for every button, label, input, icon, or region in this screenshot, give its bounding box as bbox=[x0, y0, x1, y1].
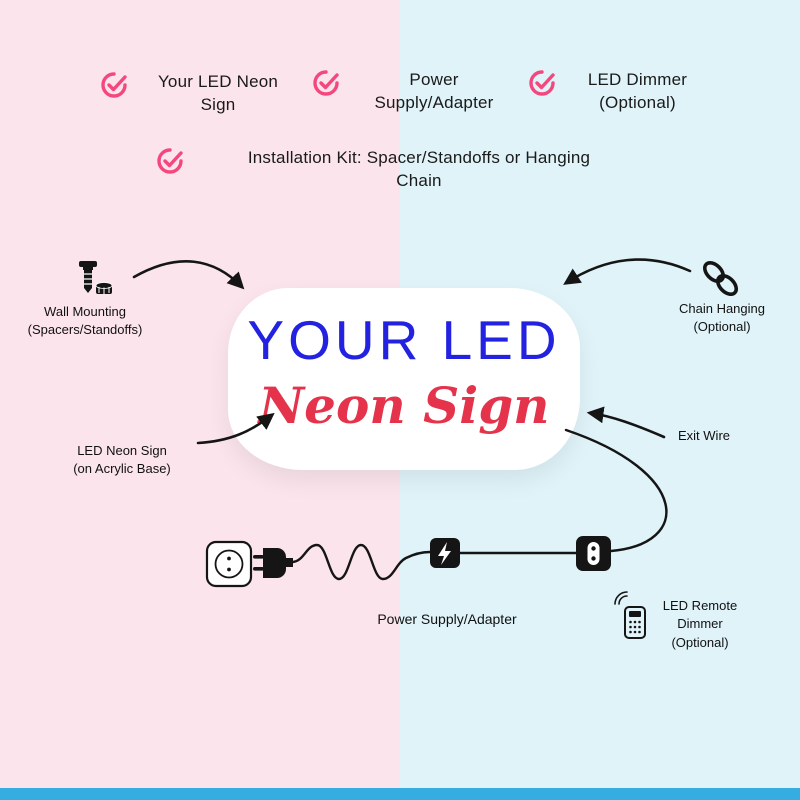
checklist-label: Installation Kit: Spacer/Standoffs or Ha… bbox=[247, 148, 591, 167]
checklist-label: Supply/Adapter bbox=[374, 93, 494, 113]
check-icon bbox=[157, 148, 183, 174]
chain-hanging-label: Chain Hanging (Optional) bbox=[678, 301, 765, 335]
check-icon bbox=[101, 72, 127, 98]
led-neon-sign-label: LED Neon Sign (on Acrylic Base) bbox=[73, 443, 171, 477]
neon-sign-acrylic-base: YOUR LED Neon Sign bbox=[228, 288, 580, 470]
sign-text-script: Neon Sign bbox=[258, 376, 550, 435]
power-supply-label: Power Supply/Adapter bbox=[377, 611, 517, 627]
checklist-item-power-supply: Power Supply/Adapter bbox=[312, 68, 519, 115]
checklist-label: (Optional) bbox=[599, 93, 676, 113]
checklist-item-dimmer: LED Dimmer (Optional) bbox=[528, 68, 710, 115]
bottom-accent-bar bbox=[0, 788, 800, 800]
checklist-item-neon-sign: Your LED Neon Sign bbox=[100, 70, 299, 117]
sign-text-primary: YOUR LED bbox=[247, 309, 561, 371]
check-icon bbox=[313, 70, 339, 96]
checklist-label: Power bbox=[409, 70, 459, 89]
check-icon bbox=[529, 70, 555, 96]
remote-dimmer-label: LED Remote Dimmer (Optional) bbox=[662, 598, 738, 650]
checklist-label: Chain bbox=[396, 171, 442, 191]
checklist-label: Sign bbox=[200, 95, 236, 115]
checklist-label: Your LED Neon bbox=[157, 72, 279, 91]
checklist-label: LED Dimmer bbox=[587, 70, 688, 89]
wall-mounting-label: Wall Mounting (Spacers/Standoffs) bbox=[27, 304, 143, 338]
checklist-item-installation-kit: Installation Kit: Spacer/Standoffs or Ha… bbox=[156, 146, 645, 193]
exit-wire-label: Exit Wire bbox=[678, 428, 730, 443]
